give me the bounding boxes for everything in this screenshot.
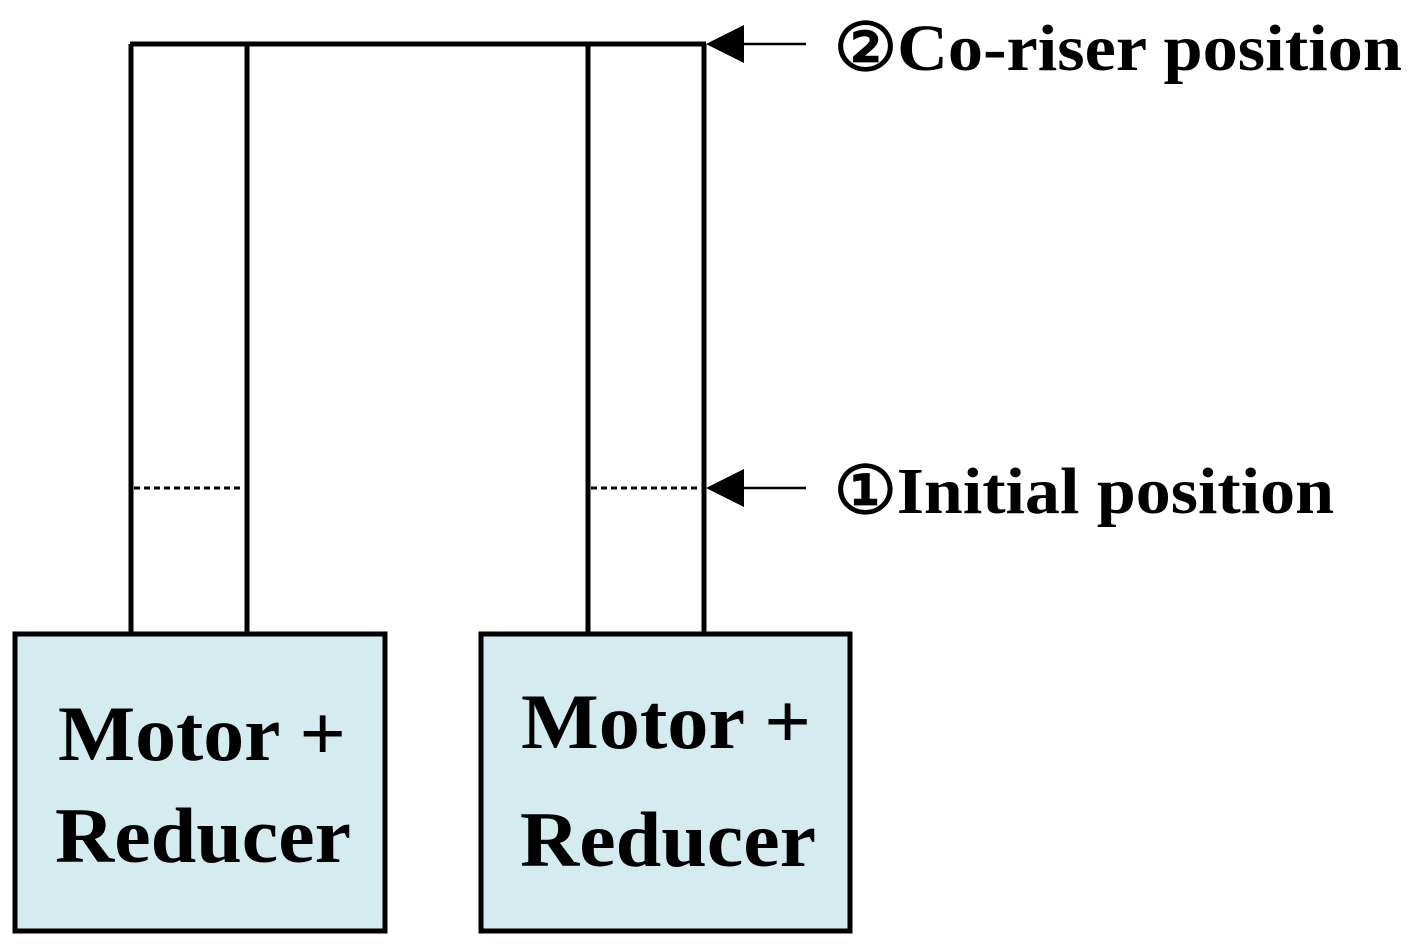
left-motor-reducer-box <box>12 631 388 934</box>
initial-arrow-head <box>706 469 744 507</box>
initial-position-label: ①Initial position <box>834 455 1334 528</box>
left-box-line2: Reducer <box>55 792 351 879</box>
right-box-line2: Reducer <box>520 796 816 883</box>
left-box-line1: Motor + <box>58 690 346 777</box>
right-motor-reducer-box <box>478 631 853 934</box>
right-box-line1: Motor + <box>521 678 811 765</box>
co-riser-position-label: ②Co-riser position <box>834 12 1402 85</box>
co-riser-arrow-head <box>706 25 744 63</box>
